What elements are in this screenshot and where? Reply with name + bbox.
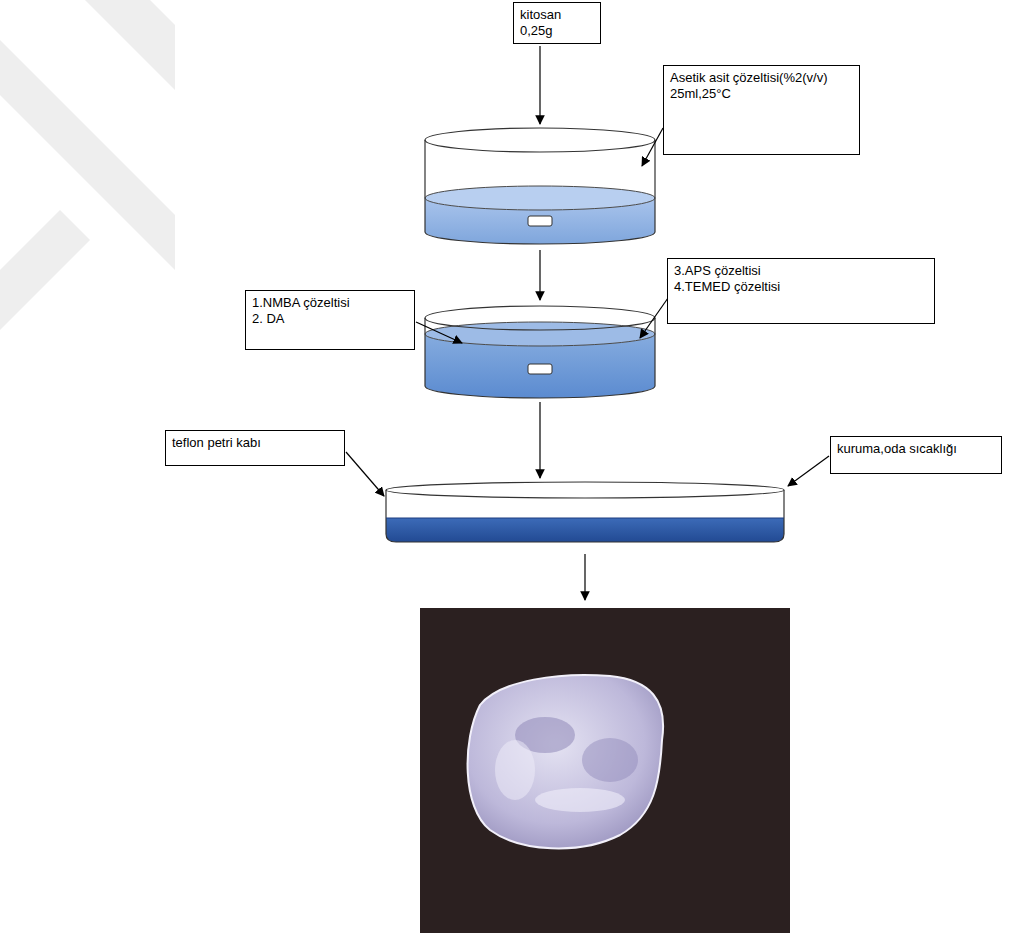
watermark-band — [0, 210, 90, 330]
beaker-wall — [425, 140, 655, 244]
highlight — [495, 740, 535, 800]
process-box: teflon petri kabı — [165, 430, 345, 466]
box-text: 4.TEMED çözeltisi — [674, 279, 928, 295]
box-text: 2. DA — [252, 311, 408, 327]
box-text: kuruma,oda sıcaklığı — [837, 441, 995, 457]
flow-arrow — [416, 322, 462, 343]
box-text: 3.APS çözeltisi — [674, 263, 928, 279]
box-text: teflon petri kabı — [172, 435, 338, 451]
beaker-rim — [425, 128, 655, 152]
flow-arrow — [640, 298, 668, 338]
process-box: kitosan0,25g — [513, 2, 601, 44]
beaker — [425, 306, 655, 398]
watermark — [0, 0, 175, 330]
shadow — [582, 738, 638, 782]
liquid-surface — [386, 518, 784, 519]
beaker — [425, 128, 655, 244]
hydrogel-film — [468, 675, 664, 848]
box-text: kitosan — [520, 7, 594, 23]
process-box: 1.NMBA çözeltisi2. DA — [245, 290, 415, 350]
petri-dish — [386, 482, 784, 542]
photo-ground — [420, 608, 790, 933]
flow-arrow — [788, 456, 829, 486]
dish-rim — [386, 482, 784, 498]
box-text: Asetik asit çözeltisi(%2(v/v) — [670, 70, 853, 86]
stir-bar — [528, 216, 552, 226]
box-text: 1.NMBA çözeltisi — [252, 295, 408, 311]
box-text: 25ml,25°C — [670, 86, 853, 102]
flow-arrow — [539, 46, 540, 124]
flow-arrow — [539, 402, 540, 478]
watermark-band — [0, 40, 175, 270]
process-box: kuruma,oda sıcaklığı — [830, 436, 1002, 474]
highlight — [535, 788, 625, 812]
process-box: 3.APS çözeltisi4.TEMED çözeltisi — [667, 258, 935, 324]
flow-arrow — [584, 554, 585, 600]
flow-arrow — [642, 128, 663, 166]
beaker-rim — [425, 306, 655, 330]
liquid — [386, 518, 784, 542]
stir-bar — [528, 364, 552, 374]
box-text: 0,25g — [520, 23, 594, 39]
flow-arrow — [346, 452, 384, 496]
liquid-surface — [425, 186, 655, 210]
watermark-band — [85, 0, 175, 90]
process-box: Asetik asit çözeltisi(%2(v/v)25ml,25°C — [663, 65, 860, 155]
product-photo — [420, 608, 790, 933]
flow-arrow — [539, 250, 540, 300]
